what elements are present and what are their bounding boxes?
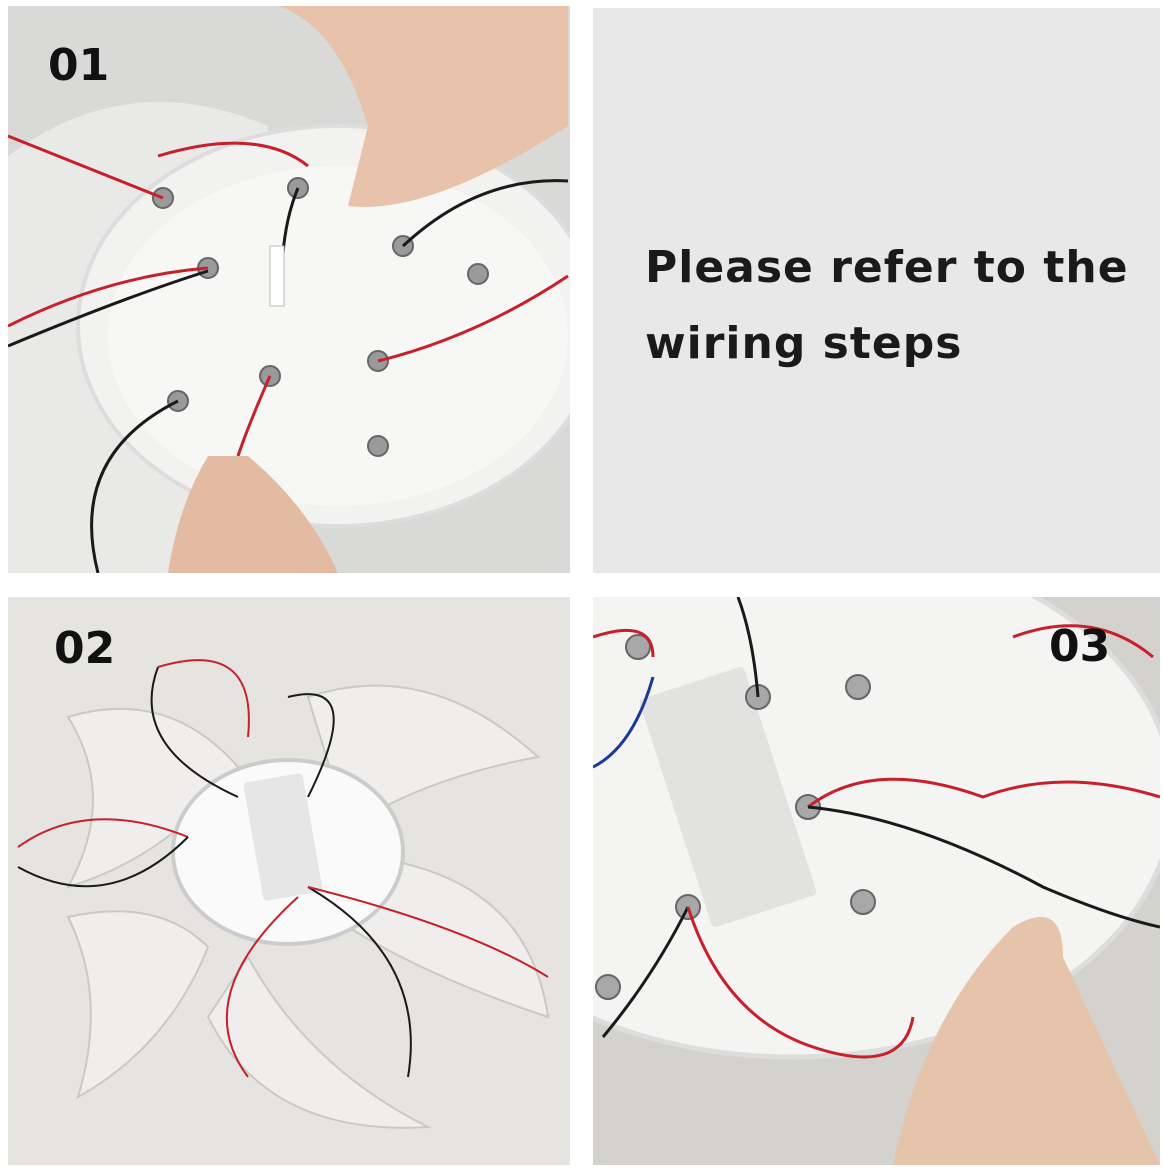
ceiling-fan-base-photo [8,6,570,573]
step-number: 01 [48,40,110,91]
step-number: 02 [54,623,116,674]
instruction-panel: Please refer to the wiring steps [593,8,1160,573]
instruction-line-1: Please refer to the [645,242,1129,293]
instruction-line-2: wiring steps [645,318,963,369]
photo-step-02: 02 [8,597,570,1165]
ceiling-fan-overview-photo [17,659,550,1129]
photo-step-01: 01 [8,6,570,573]
step-number: 03 [1049,621,1111,672]
driver-wiring-photo [593,597,1160,1165]
photo-step-03: 03 [593,597,1160,1165]
wiring-instruction-text: Please refer to the wiring steps [645,230,1129,382]
